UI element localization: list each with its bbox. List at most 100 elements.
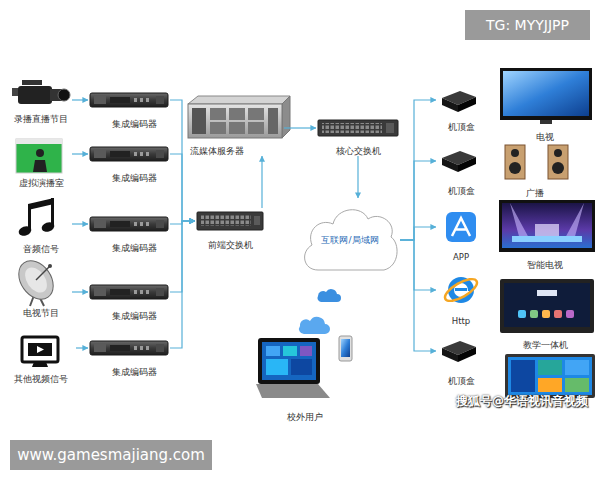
display-device: 智能电视 xyxy=(496,198,594,270)
node-label: 前端交换机 xyxy=(208,240,253,250)
server-device-part xyxy=(229,108,245,120)
node-label: 电视节目 xyxy=(23,308,59,318)
cloud-outline xyxy=(305,210,397,270)
teaching-display-part xyxy=(530,310,538,318)
monitor-icon-part xyxy=(28,343,52,356)
music-note-icon-part xyxy=(28,204,31,230)
node-label: 集成编码器 xyxy=(112,367,157,377)
teaching-display-part xyxy=(537,290,557,296)
server-device-part xyxy=(210,108,226,120)
camera-icon-part xyxy=(22,80,42,85)
network-cloud: 互联网/局域网 xyxy=(300,198,400,282)
set-top-box: 机顶盒 xyxy=(436,146,486,196)
node-label: 广播 xyxy=(526,188,544,198)
camera-icon xyxy=(12,80,70,104)
source-icon: 音频信号 xyxy=(10,196,72,254)
switch-device: 核心交换机 xyxy=(316,118,400,156)
encoder-device xyxy=(90,147,168,161)
switch-device xyxy=(318,120,398,136)
monitor-icon-part xyxy=(22,337,58,362)
switch-device-part xyxy=(318,120,398,136)
speaker-icon-part xyxy=(554,149,562,157)
remote-user-devices-part xyxy=(317,289,341,302)
switch-device-part xyxy=(386,123,394,133)
server-device: 流媒体服务器 xyxy=(186,102,284,156)
connector-arrow xyxy=(400,240,436,290)
encoder-device xyxy=(90,217,168,231)
encoder-device: 集成编码器 xyxy=(88,215,170,253)
set-top-box-icon xyxy=(442,91,476,112)
teaching-display-part xyxy=(554,310,562,318)
watermark: www.gamesmajiang.com xyxy=(10,440,212,470)
node-label: 录播直播节目 xyxy=(14,114,68,124)
connector-arrow xyxy=(284,127,316,128)
remote-user-devices-part xyxy=(266,346,280,356)
browser-icon-part xyxy=(442,275,480,305)
server-device xyxy=(188,96,290,138)
node-label: 其他视频信号 xyxy=(14,374,68,384)
switch-device-part xyxy=(201,215,251,226)
speaker-icon-part xyxy=(511,149,519,157)
display-device-part xyxy=(565,378,589,392)
speaker-icon-part xyxy=(509,162,521,174)
source-icon: 虚拟演播室 xyxy=(10,136,72,188)
green-screen-icon-part xyxy=(36,149,44,157)
display-device-part xyxy=(505,354,595,398)
remote-user-devices-part xyxy=(339,336,352,361)
remote-user-devices-part xyxy=(266,359,288,375)
connector-arrow xyxy=(400,161,436,240)
satellite-dish-icon xyxy=(12,254,61,306)
node-label: 电视 xyxy=(536,132,554,142)
display-device-part xyxy=(508,357,592,395)
node-label: 机顶盒 xyxy=(448,122,475,132)
http-icon: Http xyxy=(436,272,486,326)
connector-arrow xyxy=(72,223,88,224)
display-device-part xyxy=(565,360,589,375)
satellite-dish-icon-part xyxy=(12,254,61,306)
teaching-display-part xyxy=(504,283,590,327)
encoder-device xyxy=(90,93,168,107)
display-device xyxy=(505,354,595,398)
display-device-part xyxy=(511,360,535,392)
music-note-icon-part xyxy=(17,225,32,238)
source-icon: 电视节目 xyxy=(10,258,72,318)
connector-arrow xyxy=(357,156,358,198)
display-device-part xyxy=(538,360,562,375)
connector-arrow xyxy=(400,227,436,240)
set-top-box-icon xyxy=(442,341,476,362)
green-screen-icon-part xyxy=(16,139,62,144)
node-label: 核心交换机 xyxy=(336,146,381,156)
encoder-device: 集成编码器 xyxy=(88,283,170,321)
encoder-device: 集成编码器 xyxy=(88,339,170,377)
node-label: 机顶盒 xyxy=(448,376,475,386)
green-screen-icon-part xyxy=(16,139,62,173)
display-device: 广播 xyxy=(496,143,594,198)
teaching-display-part xyxy=(500,279,594,333)
node-label: 音频信号 xyxy=(23,244,59,254)
server-device-part xyxy=(188,96,290,104)
satellite-dish-icon-part xyxy=(21,263,52,296)
remote-user-devices-part xyxy=(256,384,330,398)
smart-tv-display-part xyxy=(535,224,559,236)
connector-arrow xyxy=(170,221,195,224)
tv-display-part xyxy=(500,68,592,120)
speaker-icon-part xyxy=(505,145,525,179)
node-label: 教学一体机 xyxy=(523,340,568,350)
satellite-dish-icon-part xyxy=(36,266,50,280)
watermark-box xyxy=(10,440,212,470)
connector-arrow xyxy=(170,154,195,221)
encoder-device xyxy=(90,341,168,355)
monitor-icon-part xyxy=(37,346,44,353)
set-top-box-icon xyxy=(442,151,476,172)
tv-display-part xyxy=(540,120,552,124)
app-icon-part xyxy=(446,212,476,242)
smart-tv-display xyxy=(499,200,595,252)
music-note-icon-part xyxy=(40,221,55,234)
watermark: TG: MYYJJPP xyxy=(465,10,590,40)
server-device-part xyxy=(210,122,226,134)
remote-user-devices-part xyxy=(300,346,312,356)
teaching-display-part xyxy=(566,310,574,318)
connector-arrow xyxy=(76,347,88,348)
remote-user: 校外用户 xyxy=(252,310,357,422)
monitor-icon-part xyxy=(32,362,48,367)
